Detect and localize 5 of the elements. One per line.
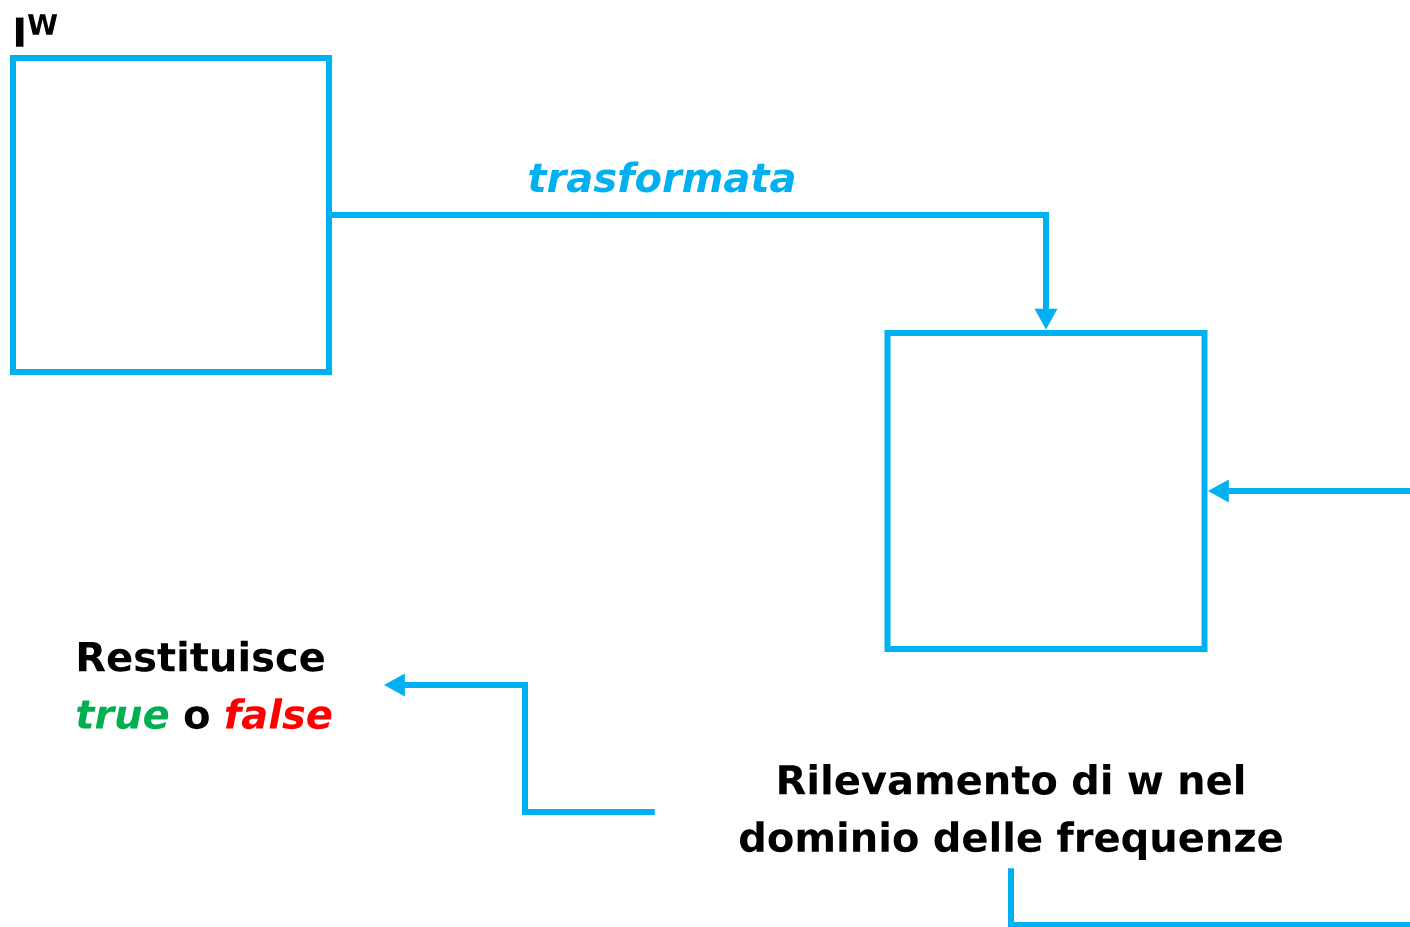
text-label: Restituisce true o false xyxy=(77,640,332,730)
text-label: Rilevamento di w nel dominio delle frequenze xyxy=(740,764,1282,860)
edge-label: trasformata xyxy=(526,160,798,194)
process-box xyxy=(884,330,1208,652)
heading: I$^{W}$ xyxy=(15,14,58,47)
